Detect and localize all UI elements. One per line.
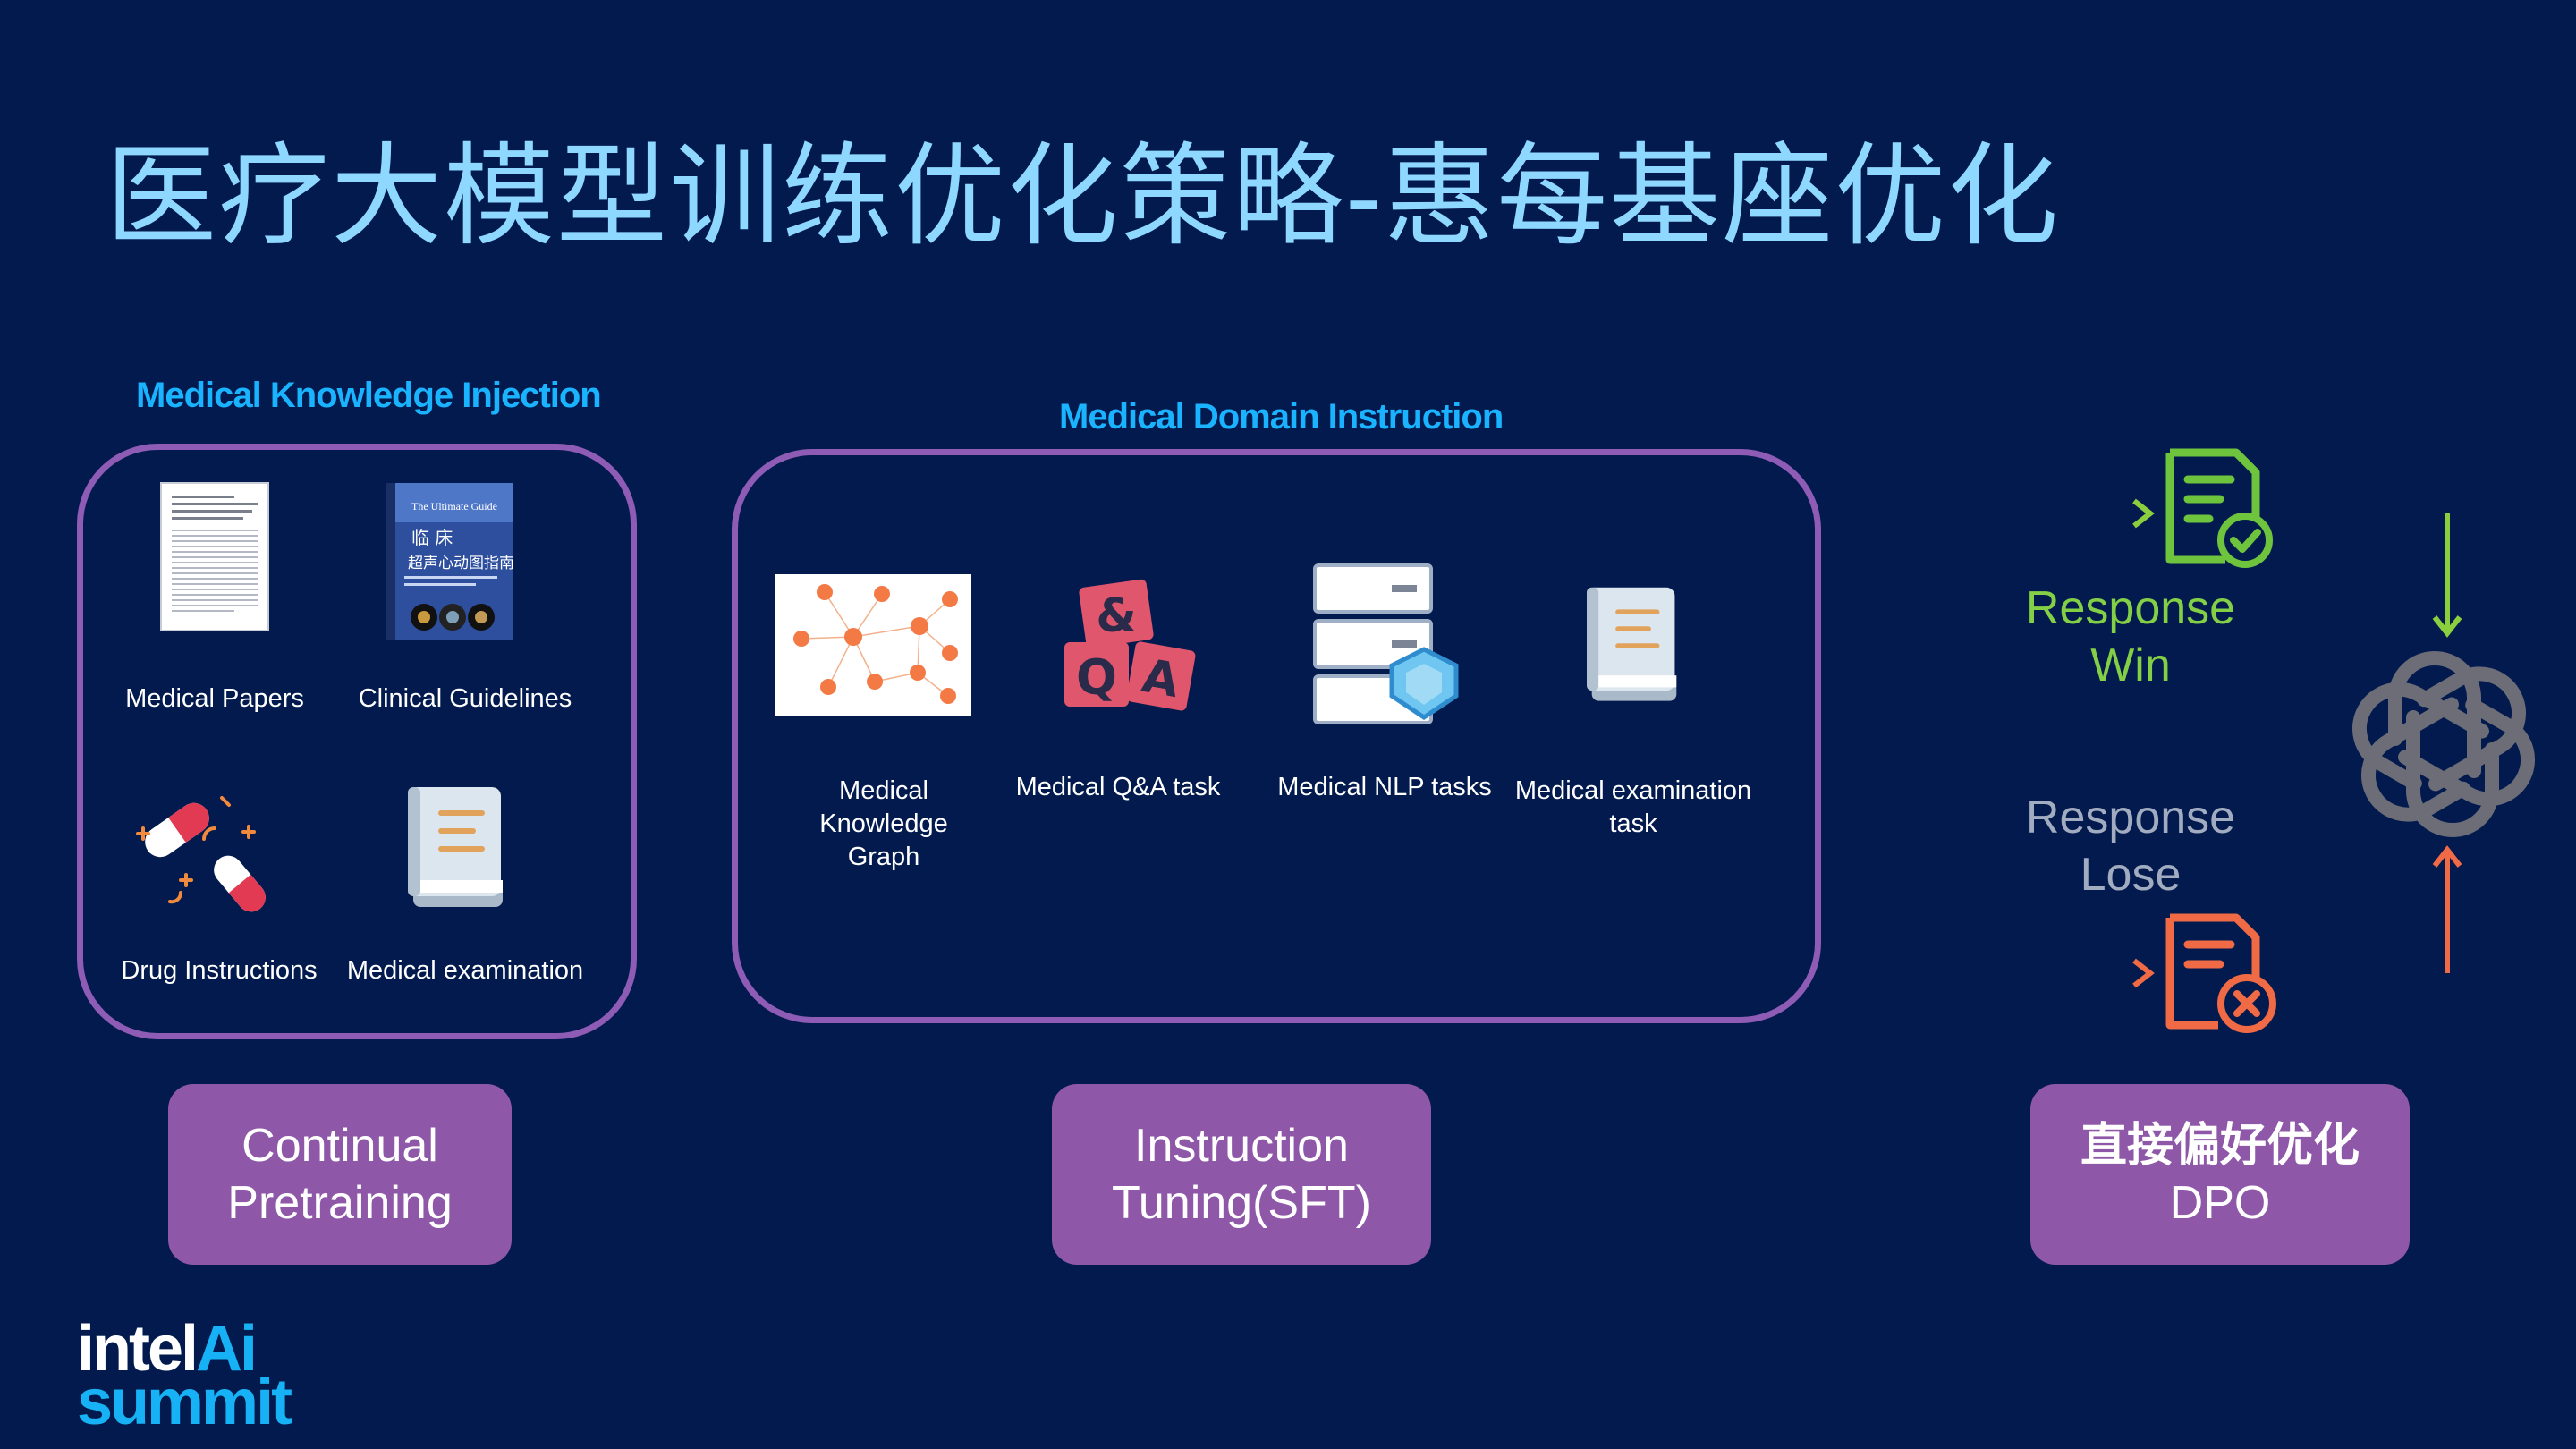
response-lose-line2: Lose	[2080, 849, 2182, 901]
stage-instruction-tuning-line2: Tuning(SFT)	[1112, 1177, 1371, 1229]
stage-instruction-tuning-line1: Instruction	[1134, 1120, 1349, 1172]
guideline-book-icon: The Ultimate Guide 临 床 超声心动图指南	[386, 483, 514, 640]
book-icon	[408, 787, 508, 912]
svg-text:&: &	[1096, 589, 1136, 643]
document-x-icon	[2163, 912, 2279, 1034]
server-shield-icon	[1311, 562, 1463, 732]
domain-instruction-panel	[732, 449, 1821, 1023]
stage-continual-pretraining-line1: Continual	[242, 1120, 438, 1172]
stage-continual-pretraining: Continual Pretraining	[168, 1084, 512, 1265]
page-title: 医疗大模型训练优化策略-惠每基座优化	[106, 135, 2061, 258]
logo-intel: intel	[77, 1313, 199, 1385]
document-check-icon	[2163, 447, 2274, 569]
item-label-medical-papers: Medical Papers	[125, 684, 304, 713]
stage-dpo-line1: 直接偏好优化	[2080, 1120, 2360, 1172]
response-lose-label: Response Lose	[1977, 789, 2284, 903]
item-label-clinical-guidelines: Clinical Guidelines	[358, 684, 572, 713]
response-lose-line1: Response	[2025, 792, 2236, 843]
item-label-drug-instructions: Drug Instructions	[121, 956, 318, 985]
response-win-line2: Win	[2090, 640, 2171, 691]
book-subtitle: The Ultimate Guide	[411, 500, 497, 513]
stage-instruction-tuning: Instruction Tuning(SFT)	[1052, 1084, 1431, 1265]
item-label-qa-task: Medical Q&A task	[1015, 773, 1221, 801]
qa-blocks-icon: & Q A	[1061, 578, 1197, 714]
intel-ai-summit-logo: intelAi summit	[77, 1317, 292, 1438]
stage-dpo-line2: DPO	[2169, 1177, 2271, 1229]
book-title-cn-2: 超声心动图指南	[408, 555, 514, 572]
response-win-line1: Response	[2025, 582, 2236, 634]
openai-logo-icon	[2336, 637, 2551, 852]
section-label-knowledge-injection: Medical Knowledge Injection	[136, 376, 602, 415]
item-label-exam-task-line1: Medical examination	[1514, 776, 1752, 805]
pills-icon	[134, 787, 268, 921]
logo-ai: Ai	[196, 1313, 258, 1385]
item-label-exam-task: Medical examination task	[1508, 775, 1758, 841]
item-label-knowledge-graph-line2: Knowledge	[819, 809, 948, 838]
stage-dpo: 直接偏好优化 DPO	[2030, 1084, 2410, 1265]
item-label-knowledge-graph-line1: Medical	[839, 776, 928, 805]
svg-text:Q: Q	[1076, 649, 1117, 706]
item-label-knowledge-graph: Medical Knowledge Graph	[775, 775, 993, 874]
response-win-label: Response Win	[1977, 580, 2284, 694]
section-label-domain-instruction: Medical Domain Instruction	[1059, 397, 1504, 436]
item-label-exam-task-line2: task	[1609, 809, 1657, 838]
knowledge-injection-panel	[77, 444, 637, 1039]
knowledge-graph-icon	[775, 574, 971, 716]
item-label-nlp-tasks: Medical NLP tasks	[1277, 773, 1492, 801]
book-title-cn-1: 临 床	[411, 527, 453, 548]
item-label-knowledge-graph-line3: Graph	[847, 843, 920, 871]
logo-summit: summit	[77, 1367, 292, 1438]
paper-document-icon	[160, 482, 269, 631]
item-label-medical-examination: Medical examination	[346, 956, 584, 985]
stage-continual-pretraining-line2: Pretraining	[227, 1177, 453, 1229]
book-icon	[1587, 583, 1682, 710]
